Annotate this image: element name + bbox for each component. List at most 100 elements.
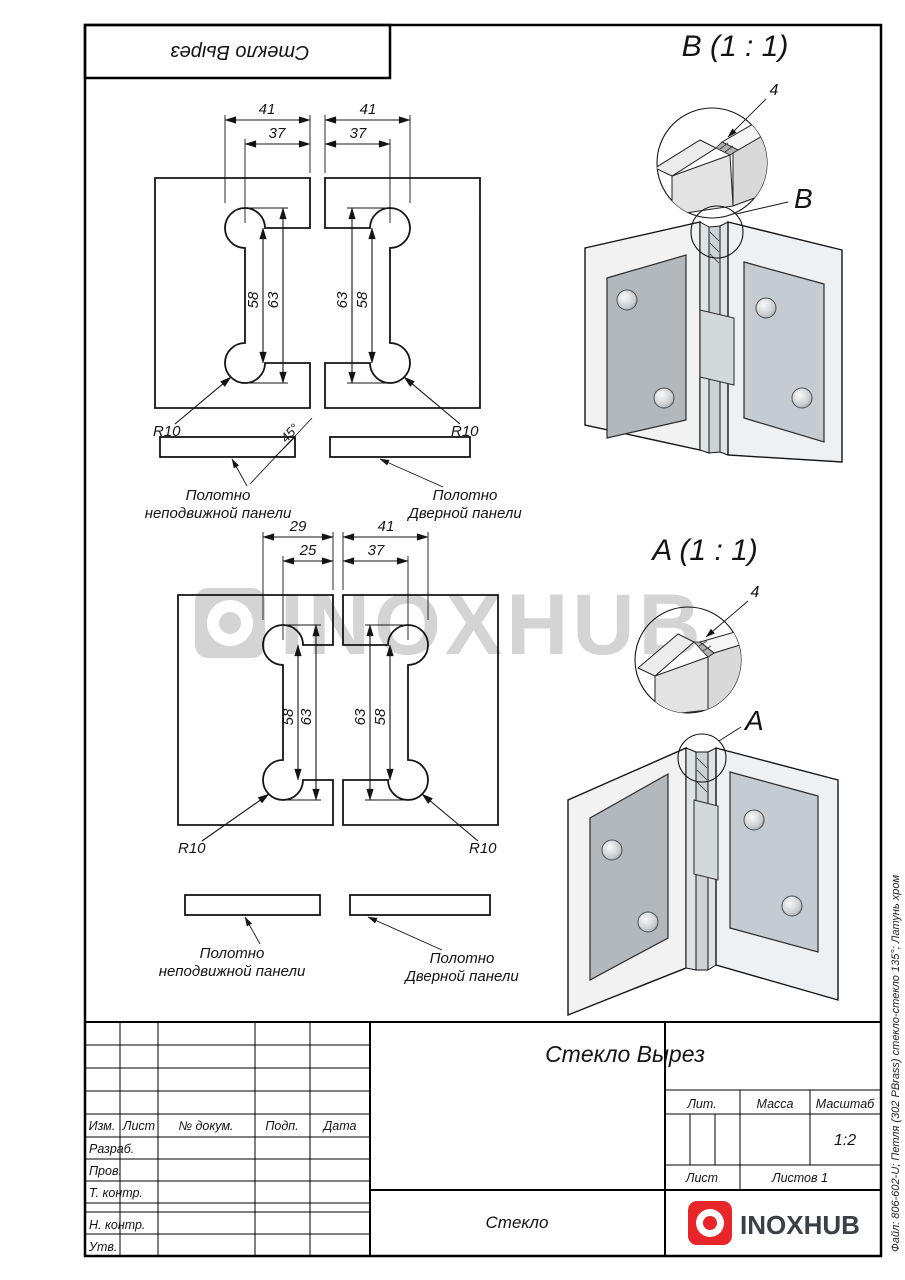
row-nkontr: Н. контр. [89,1218,145,1232]
detail-b-marker-letter: B [794,183,813,214]
detail-a-title: A (1 : 1) [650,534,758,567]
glass-cutout-outline [342,594,499,826]
dim-width-inner: 25 [299,542,317,559]
dim-width-outer: 29 [289,518,307,535]
dimension-lines [201,532,334,842]
row-prov: Пров. [89,1164,122,1178]
detail-view-a: A (1 : 1) 4 [634,534,760,714]
fixed-panel-leader [244,916,261,945]
mass-label: Масса [757,1097,794,1111]
inoxhub-logo: INOXHUB [688,1201,860,1245]
profile-top-right: 41 37 63 58 R10 [324,101,481,440]
document-title: Стекло Вырез [545,1041,705,1067]
watermark-logo-dot [219,612,241,634]
dim-width-outer: 41 [360,101,377,118]
detail-b-gap-leader [727,98,767,138]
detail-a-gap-dim: 4 [751,584,760,601]
dim-width-inner: 37 [269,125,286,142]
profile-bottom-right: 41 37 63 58 R10 [342,518,499,857]
material-value: Стекло [486,1213,549,1232]
watermark-text: INOXHUB [280,577,705,673]
watermark: INOXHUB [195,577,705,673]
col-podp: Подп. [265,1119,298,1133]
corner-stamp-box [83,23,392,80]
dim-width-inner: 37 [350,125,367,142]
fixed-panel-label-line2: неподвижной панели [145,505,292,522]
dim-height-outer: 63 [298,708,315,725]
door-panel-label-line1: Полотно [433,487,498,504]
fixed-panel-label-line1: Полотно [200,945,265,962]
profile-top-left: 41 37 58 63 R10 [153,101,311,440]
detail-b-marker-circle [690,205,744,259]
hinge-barrel [693,799,719,881]
dim-height-inner: 58 [354,291,371,308]
door-panel-label-line2: Дверной панели [406,505,522,522]
dim-radius: R10 [153,423,181,440]
detail-a-content [637,629,741,713]
hinge-screw [791,387,813,409]
hinge-wing-right [729,771,819,953]
dim-height-inner: 58 [280,708,297,725]
title-block: Изм. Лист № докум. Подп. Дата Разраб. Пр… [85,1021,881,1256]
dim-width-outer: 41 [378,518,395,535]
col-izm: Изм. [89,1119,116,1133]
door-panel-label-line1: Полотно [430,950,495,967]
hinge-screw [616,289,638,311]
inoxhub-logo-text: INOXHUB [740,1210,860,1240]
detail-a-marker-circle [677,733,727,783]
hinge-wing-left [606,254,687,439]
inoxhub-logo-dot [703,1216,717,1230]
fixed-panel-label-line1: Полотно [186,487,251,504]
dimension-lines [174,115,311,425]
glass-cutout-outline [177,594,334,826]
hinge-screw [653,387,675,409]
dim-height-inner: 58 [245,291,262,308]
bottom-edge-views: Полотно неподвижной панели Полотно Дверн… [159,894,519,985]
hinge-barrel [699,309,735,386]
hinge-3d-view-b: B [584,183,843,463]
detail-a-marker-leader [718,726,742,742]
corner-stamp-title: Стекло Вырез [170,41,309,63]
dim-height-outer: 63 [265,291,282,308]
corner-stamp: Стекло Вырез [83,23,392,80]
col-doc: № докум. [178,1119,233,1133]
hinge-screw [743,809,765,831]
dim-width-outer: 41 [259,101,276,118]
glass-cutout-outline [154,177,311,409]
detail-view-b: B (1 : 1) 4 [656,30,789,219]
hinge-screw [637,911,659,933]
fixed-panel-edge-bar [184,894,321,916]
bevel-angle-label: 45° [278,421,302,446]
dimension-lines [342,532,479,842]
dim-height-inner: 58 [372,708,389,725]
dim-height-outer: 63 [334,291,351,308]
sheet-label: Лист [685,1171,718,1185]
col-data: Дата [322,1119,357,1133]
door-panel-leader [379,458,444,488]
lit-label: Лит. [686,1097,716,1111]
hinge-wing-right [743,261,825,443]
hinge-screw [781,895,803,917]
detail-a-marker-letter: A [743,705,764,736]
dimension-lines [324,115,461,425]
row-razrab: Разраб. [89,1142,134,1156]
col-list: Лист [122,1119,155,1133]
detail-b-title: B (1 : 1) [682,30,789,63]
fixed-panel-edge-bar [159,436,296,458]
detail-b-gap-dim: 4 [770,82,779,99]
glass-cutout-outline [324,177,481,409]
fixed-panel-label-line2: неподвижной панели [159,963,306,980]
profile-bottom-left: 29 25 58 63 R10 [177,518,334,857]
door-panel-edge-bar [349,894,491,916]
detail-a-gap-leader [705,600,749,638]
sheet-frame [83,23,883,1258]
sheets-label: Листов 1 [771,1171,828,1185]
dim-height-outer: 63 [352,708,369,725]
row-tkontr: Т. контр. [89,1186,143,1200]
hinge-screw [755,297,777,319]
hinge-3d-view-a: A [567,705,839,1017]
dim-radius: R10 [469,840,497,857]
door-panel-label-line2: Дверной панели [403,968,519,985]
